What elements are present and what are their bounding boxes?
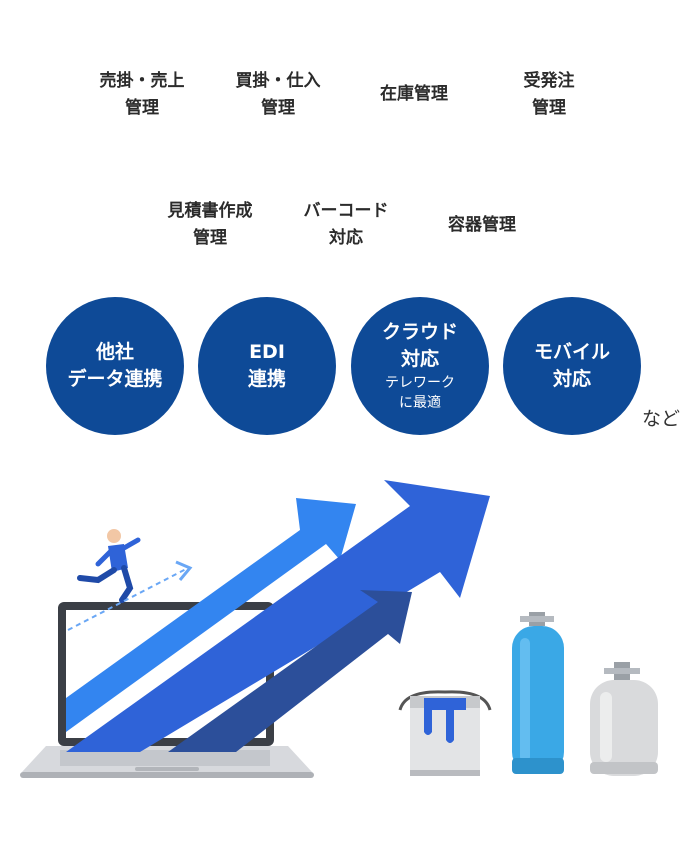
feature-label: 管理	[532, 98, 566, 118]
paint-bucket-icon	[398, 690, 492, 776]
circle-label: データ連携	[67, 368, 163, 390]
feature-estimate-management: 見積書作成 管理	[168, 198, 253, 252]
runner-icon	[67, 529, 193, 631]
circle-label: 他社	[95, 341, 134, 363]
circle-label: 対応	[552, 368, 591, 390]
circle-data-integration: 他社 データ連携	[46, 297, 184, 435]
feature-label: 売掛・売上	[99, 71, 185, 91]
feature-label: 管理	[125, 98, 159, 118]
circle-sublabel: テレワーク	[385, 375, 455, 391]
circle-sublabel: に最適	[399, 395, 441, 411]
etc-suffix: など	[642, 408, 681, 430]
circle-edi: EDI 連携	[198, 297, 336, 435]
feature-label: 管理	[193, 228, 227, 248]
circle-label: 対応	[400, 348, 439, 370]
feature-order-management: 受発注 管理	[524, 68, 575, 122]
feature-label: 受発注	[523, 71, 575, 91]
feature-label: 買掛・仕入	[235, 71, 321, 91]
feature-container-management: 容器管理	[448, 212, 516, 239]
circle-label: 連携	[247, 368, 286, 390]
blue-gas-cylinder-icon	[512, 612, 564, 774]
feature-label: 見積書作成	[167, 201, 253, 221]
circle-mobile: モバイル 対応	[503, 297, 641, 435]
feature-label: 容器管理	[448, 215, 516, 235]
feature-label: 対応	[329, 228, 363, 248]
feature-purchase-management: 買掛・仕入 管理	[236, 68, 321, 122]
feature-label: バーコード	[303, 201, 389, 221]
propane-tank-icon	[590, 662, 658, 776]
growth-illustration	[20, 480, 658, 778]
circle-label: EDI	[249, 341, 285, 363]
circle-label: クラウド	[381, 321, 458, 343]
feature-label: 在庫管理	[380, 84, 448, 104]
growth-arrows-icon	[66, 480, 490, 752]
feature-label: 管理	[261, 98, 295, 118]
feature-barcode-support: バーコード 対応	[304, 198, 389, 252]
feature-sales-management: 売掛・売上 管理	[100, 68, 185, 122]
circle-label: モバイル	[533, 341, 610, 363]
feature-inventory-management: 在庫管理	[380, 81, 448, 108]
circle-cloud: クラウド 対応 テレワーク に最適	[351, 297, 489, 435]
